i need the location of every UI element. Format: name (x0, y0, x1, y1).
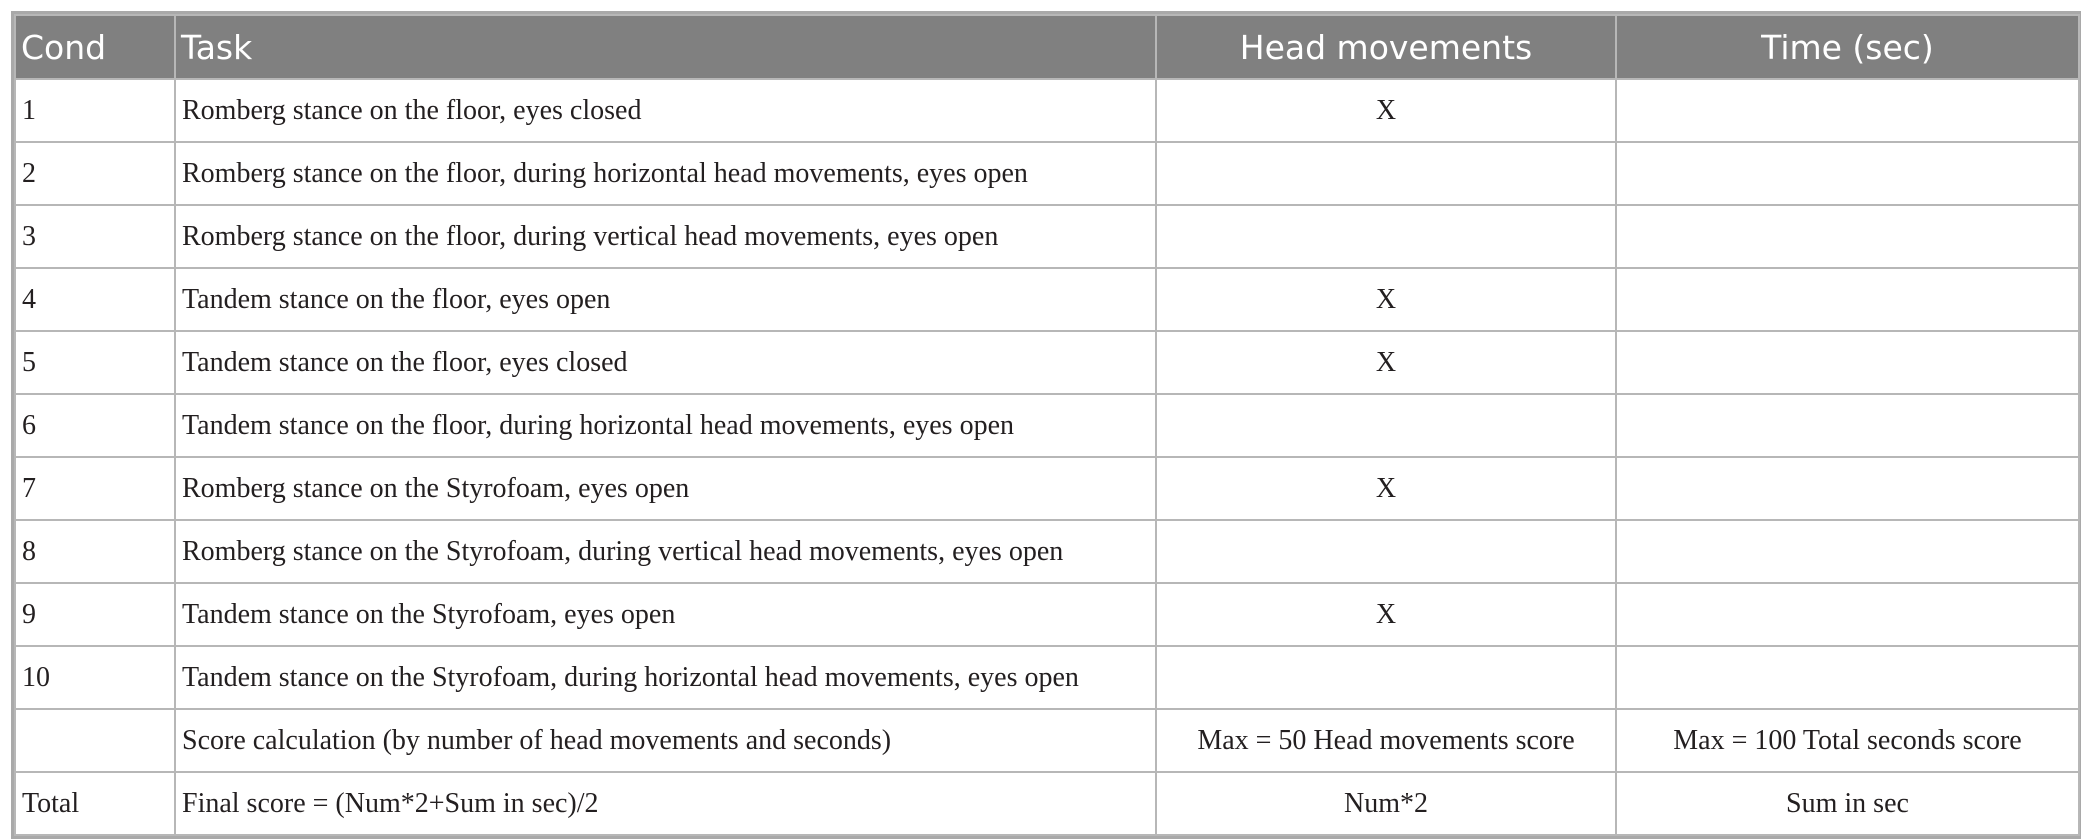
cell-time (1615, 393, 2080, 458)
cell-head-movements: Num*2 (1155, 771, 1617, 836)
table-row: 4 Tandem stance on the floor, eyes open … (14, 267, 2080, 332)
header-task: Task (174, 14, 1157, 80)
cell-time (1615, 204, 2080, 269)
table-row: 1 Romberg stance on the floor, eyes clos… (14, 78, 2080, 143)
score-calculation-row: Score calculation (by number of head mov… (14, 708, 2080, 773)
cell-cond: 7 (14, 456, 176, 521)
cell-head-movements (1155, 393, 1617, 458)
cell-task: Romberg stance on the floor, during vert… (174, 204, 1157, 269)
cell-task: Romberg stance on the floor, during hori… (174, 141, 1157, 206)
cell-task: Tandem stance on the Styrofoam, during h… (174, 645, 1157, 710)
cell-time (1615, 267, 2080, 332)
cell-cond: 3 (14, 204, 176, 269)
cell-cond: 9 (14, 582, 176, 647)
cell-cond: 4 (14, 267, 176, 332)
cell-time (1615, 582, 2080, 647)
cell-cond: 1 (14, 78, 176, 143)
cell-cond: 6 (14, 393, 176, 458)
table-row: 8 Romberg stance on the Styrofoam, durin… (14, 519, 2080, 584)
cell-head-movements (1155, 141, 1617, 206)
cell-task: Final score = (Num*2+Sum in sec)/2 (174, 771, 1157, 836)
table-row: 3 Romberg stance on the floor, during ve… (14, 204, 2080, 269)
header-time: Time (sec) (1615, 14, 2080, 80)
cell-cond: 2 (14, 141, 176, 206)
cell-head-movements (1155, 519, 1617, 584)
table-row: 5 Tandem stance on the floor, eyes close… (14, 330, 2080, 395)
cell-task: Score calculation (by number of head mov… (174, 708, 1157, 773)
table-row: 10 Tandem stance on the Styrofoam, durin… (14, 645, 2080, 710)
cell-time (1615, 141, 2080, 206)
scoring-table: Cond Task Head movements Time (sec) 1 Ro… (14, 14, 2080, 836)
cell-time (1615, 645, 2080, 710)
scoring-table-container: Cond Task Head movements Time (sec) 1 Ro… (11, 11, 2081, 839)
cell-task: Tandem stance on the floor, during horiz… (174, 393, 1157, 458)
cell-cond: 8 (14, 519, 176, 584)
cell-time (1615, 456, 2080, 521)
table-header-row: Cond Task Head movements Time (sec) (14, 14, 2080, 80)
cell-head-movements: Max = 50 Head movements score (1155, 708, 1617, 773)
cell-task: Tandem stance on the floor, eyes closed (174, 330, 1157, 395)
header-head-movements: Head movements (1155, 14, 1617, 80)
table-row: 7 Romberg stance on the Styrofoam, eyes … (14, 456, 2080, 521)
cell-head-movements (1155, 204, 1617, 269)
total-row: Total Final score = (Num*2+Sum in sec)/2… (14, 771, 2080, 836)
cell-time (1615, 330, 2080, 395)
cell-head-movements (1155, 645, 1617, 710)
table-row: 2 Romberg stance on the floor, during ho… (14, 141, 2080, 206)
table-row: 6 Tandem stance on the floor, during hor… (14, 393, 2080, 458)
header-cond: Cond (14, 14, 176, 80)
cell-cond (14, 708, 176, 773)
cell-head-movements: X (1155, 267, 1617, 332)
cell-task: Tandem stance on the floor, eyes open (174, 267, 1157, 332)
cell-time: Sum in sec (1615, 771, 2080, 836)
cell-task: Romberg stance on the floor, eyes closed (174, 78, 1157, 143)
cell-time: Max = 100 Total seconds score (1615, 708, 2080, 773)
cell-task: Tandem stance on the Styrofoam, eyes ope… (174, 582, 1157, 647)
cell-time (1615, 519, 2080, 584)
cell-cond: Total (14, 771, 176, 836)
cell-head-movements: X (1155, 582, 1617, 647)
table-row: 9 Tandem stance on the Styrofoam, eyes o… (14, 582, 2080, 647)
cell-task: Romberg stance on the Styrofoam, eyes op… (174, 456, 1157, 521)
cell-cond: 5 (14, 330, 176, 395)
cell-time (1615, 78, 2080, 143)
cell-head-movements: X (1155, 456, 1617, 521)
cell-head-movements: X (1155, 330, 1617, 395)
cell-task: Romberg stance on the Styrofoam, during … (174, 519, 1157, 584)
cell-cond: 10 (14, 645, 176, 710)
cell-head-movements: X (1155, 78, 1617, 143)
